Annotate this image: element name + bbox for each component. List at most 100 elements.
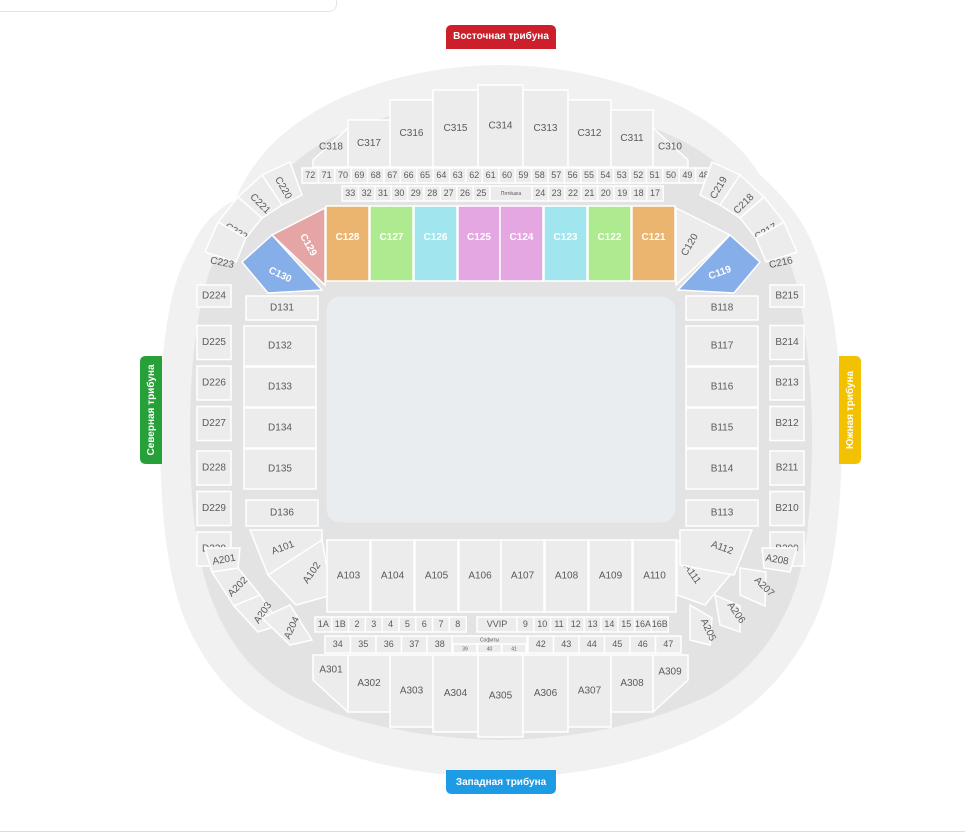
box[interactable]: 1B: [331, 616, 350, 633]
section-c312[interactable]: C312: [567, 99, 612, 168]
box[interactable]: VVIP: [476, 616, 518, 633]
section-a204[interactable]: A204: [260, 604, 314, 646]
section-a307[interactable]: A307: [567, 654, 612, 728]
sofity-subbox[interactable]: 39: [452, 643, 478, 654]
section-a112[interactable]: A112: [679, 529, 754, 576]
section-a104[interactable]: A104: [370, 539, 415, 613]
section-d226[interactable]: D226: [196, 365, 232, 401]
section-c311[interactable]: C311: [610, 109, 654, 168]
section-a108[interactable]: A108: [544, 539, 589, 613]
section-b114[interactable]: B114: [685, 448, 759, 490]
section-a105[interactable]: A105: [414, 539, 459, 613]
section-a304[interactable]: A304: [432, 654, 479, 733]
section-b117[interactable]: B117: [685, 325, 759, 367]
section-c128[interactable]: C128: [325, 205, 370, 282]
section-c216[interactable]: C216: [755, 220, 799, 271]
section-c129[interactable]: C129: [270, 206, 326, 287]
section-d224[interactable]: D224: [196, 284, 232, 308]
section-b211[interactable]: B211: [769, 450, 805, 486]
box[interactable]: 16A: [633, 616, 653, 633]
section-c123[interactable]: C123: [543, 205, 588, 282]
box[interactable]: 31: [374, 185, 392, 202]
box[interactable]: 70: [334, 167, 352, 184]
box[interactable]: 56: [563, 167, 582, 184]
box[interactable]: 57: [547, 167, 566, 184]
section-a106[interactable]: A106: [458, 539, 502, 613]
section-a309[interactable]: A309: [652, 654, 689, 714]
section-b113[interactable]: B113: [685, 499, 759, 527]
section-b116[interactable]: B116: [685, 366, 759, 408]
section-c120[interactable]: C120: [675, 206, 732, 287]
box[interactable]: Пятёшка: [489, 185, 533, 202]
section-a303[interactable]: A303: [389, 654, 434, 728]
box[interactable]: 45: [603, 635, 631, 654]
sofity-subbox[interactable]: 40: [476, 643, 503, 654]
section-a305[interactable]: A305: [477, 654, 524, 738]
section-d134[interactable]: D134: [243, 407, 317, 449]
box[interactable]: 52: [629, 167, 648, 184]
section-d131[interactable]: D131: [245, 295, 319, 321]
section-c124[interactable]: C124: [499, 205, 544, 282]
stand-tab-west[interactable]: Западная трибуна: [446, 770, 556, 794]
box[interactable]: 36: [375, 635, 403, 654]
box[interactable]: 29: [406, 185, 425, 202]
box[interactable]: 69: [350, 167, 369, 184]
stand-tab-north[interactable]: Северная трибуна: [140, 356, 162, 464]
section-d136[interactable]: D136: [245, 499, 319, 527]
section-d229[interactable]: D229: [196, 490, 232, 527]
section-b212[interactable]: B212: [769, 405, 805, 442]
section-b210[interactable]: B210: [769, 490, 805, 527]
stand-tab-south[interactable]: Южная трибуна: [839, 356, 861, 464]
sofity-subbox[interactable]: 41: [501, 643, 527, 654]
section-b213[interactable]: B213: [769, 365, 805, 401]
box[interactable]: 30: [390, 185, 409, 202]
box[interactable]: 43: [552, 635, 580, 654]
section-a308[interactable]: A308: [610, 654, 654, 713]
box[interactable]: 60: [498, 167, 516, 184]
section-a103[interactable]: A103: [326, 539, 371, 613]
box[interactable]: 64: [432, 167, 451, 184]
box[interactable]: 62: [465, 167, 484, 184]
box[interactable]: 26: [456, 185, 474, 202]
section-a107[interactable]: A107: [500, 539, 545, 613]
box[interactable]: 2: [347, 616, 367, 633]
section-a206[interactable]: A206: [714, 593, 747, 634]
box[interactable]: 7: [431, 616, 451, 633]
box[interactable]: 20: [596, 185, 615, 202]
box[interactable]: 68: [366, 167, 385, 184]
section-a306[interactable]: A306: [522, 654, 569, 733]
box[interactable]: 4: [381, 616, 400, 633]
section-a208[interactable]: A208: [761, 547, 798, 573]
section-a302[interactable]: A302: [347, 654, 391, 713]
section-c119[interactable]: C119: [676, 233, 762, 294]
box[interactable]: 22: [564, 185, 582, 202]
section-a102[interactable]: A102: [266, 538, 333, 606]
section-b215[interactable]: B215: [769, 284, 805, 308]
box[interactable]: 3: [364, 616, 383, 633]
box[interactable]: 65: [416, 167, 434, 184]
section-c121[interactable]: C121: [631, 205, 676, 282]
box[interactable]: 1A: [314, 616, 333, 633]
section-c317[interactable]: C317: [347, 119, 391, 168]
box[interactable]: 50: [662, 167, 680, 184]
section-c310[interactable]: C310: [652, 126, 689, 168]
section-d132[interactable]: D132: [243, 325, 317, 367]
box[interactable]: 15: [617, 616, 636, 633]
section-a109[interactable]: A109: [588, 539, 633, 613]
box[interactable]: 27: [439, 185, 458, 202]
section-d227[interactable]: D227: [196, 405, 232, 442]
box[interactable]: 28: [423, 185, 442, 202]
section-c125[interactable]: C125: [457, 205, 501, 282]
box[interactable]: 38: [426, 635, 454, 654]
section-d228[interactable]: D228: [196, 450, 232, 486]
section-d225[interactable]: D225: [196, 324, 232, 361]
box[interactable]: 61: [481, 167, 500, 184]
box[interactable]: 17: [646, 185, 664, 202]
section-c316[interactable]: C316: [389, 99, 434, 168]
section-c313[interactable]: C313: [522, 89, 569, 168]
box[interactable]: 24: [531, 185, 550, 202]
box[interactable]: 14: [600, 616, 619, 633]
section-d133[interactable]: D133: [243, 366, 317, 408]
box[interactable]: 51: [645, 167, 664, 184]
